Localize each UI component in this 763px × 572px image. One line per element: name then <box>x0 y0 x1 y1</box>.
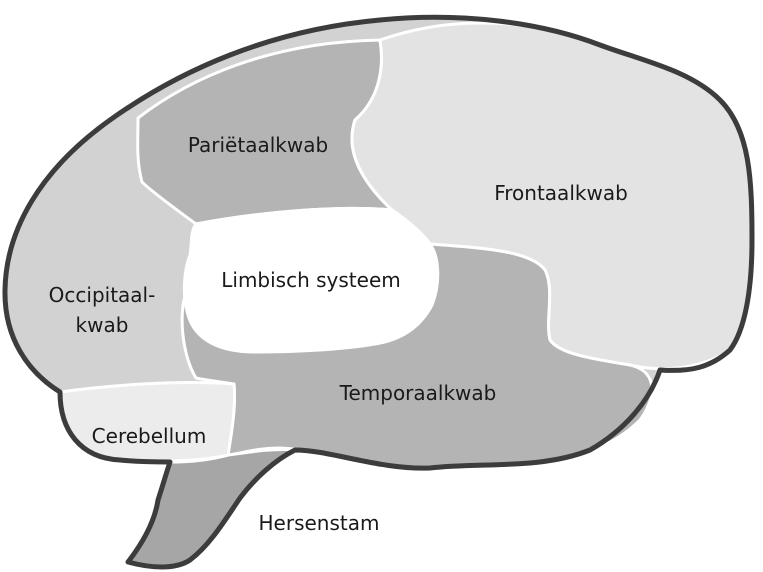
cerebellum-label: Cerebellum <box>92 424 207 448</box>
brainstem-label: Hersenstam <box>259 511 380 535</box>
frontal-lobe-label: Frontaalkwab <box>494 181 628 205</box>
temporal-lobe-label: Temporaalkwab <box>339 381 497 405</box>
occipital-lobe-label-line2: kwab <box>76 313 129 337</box>
limbic-system-label: Limbisch systeem <box>221 268 401 292</box>
occipital-lobe-label-line1: Occipitaal- <box>49 283 156 307</box>
parietal-lobe-label: Pariëtaalkwab <box>188 133 328 157</box>
